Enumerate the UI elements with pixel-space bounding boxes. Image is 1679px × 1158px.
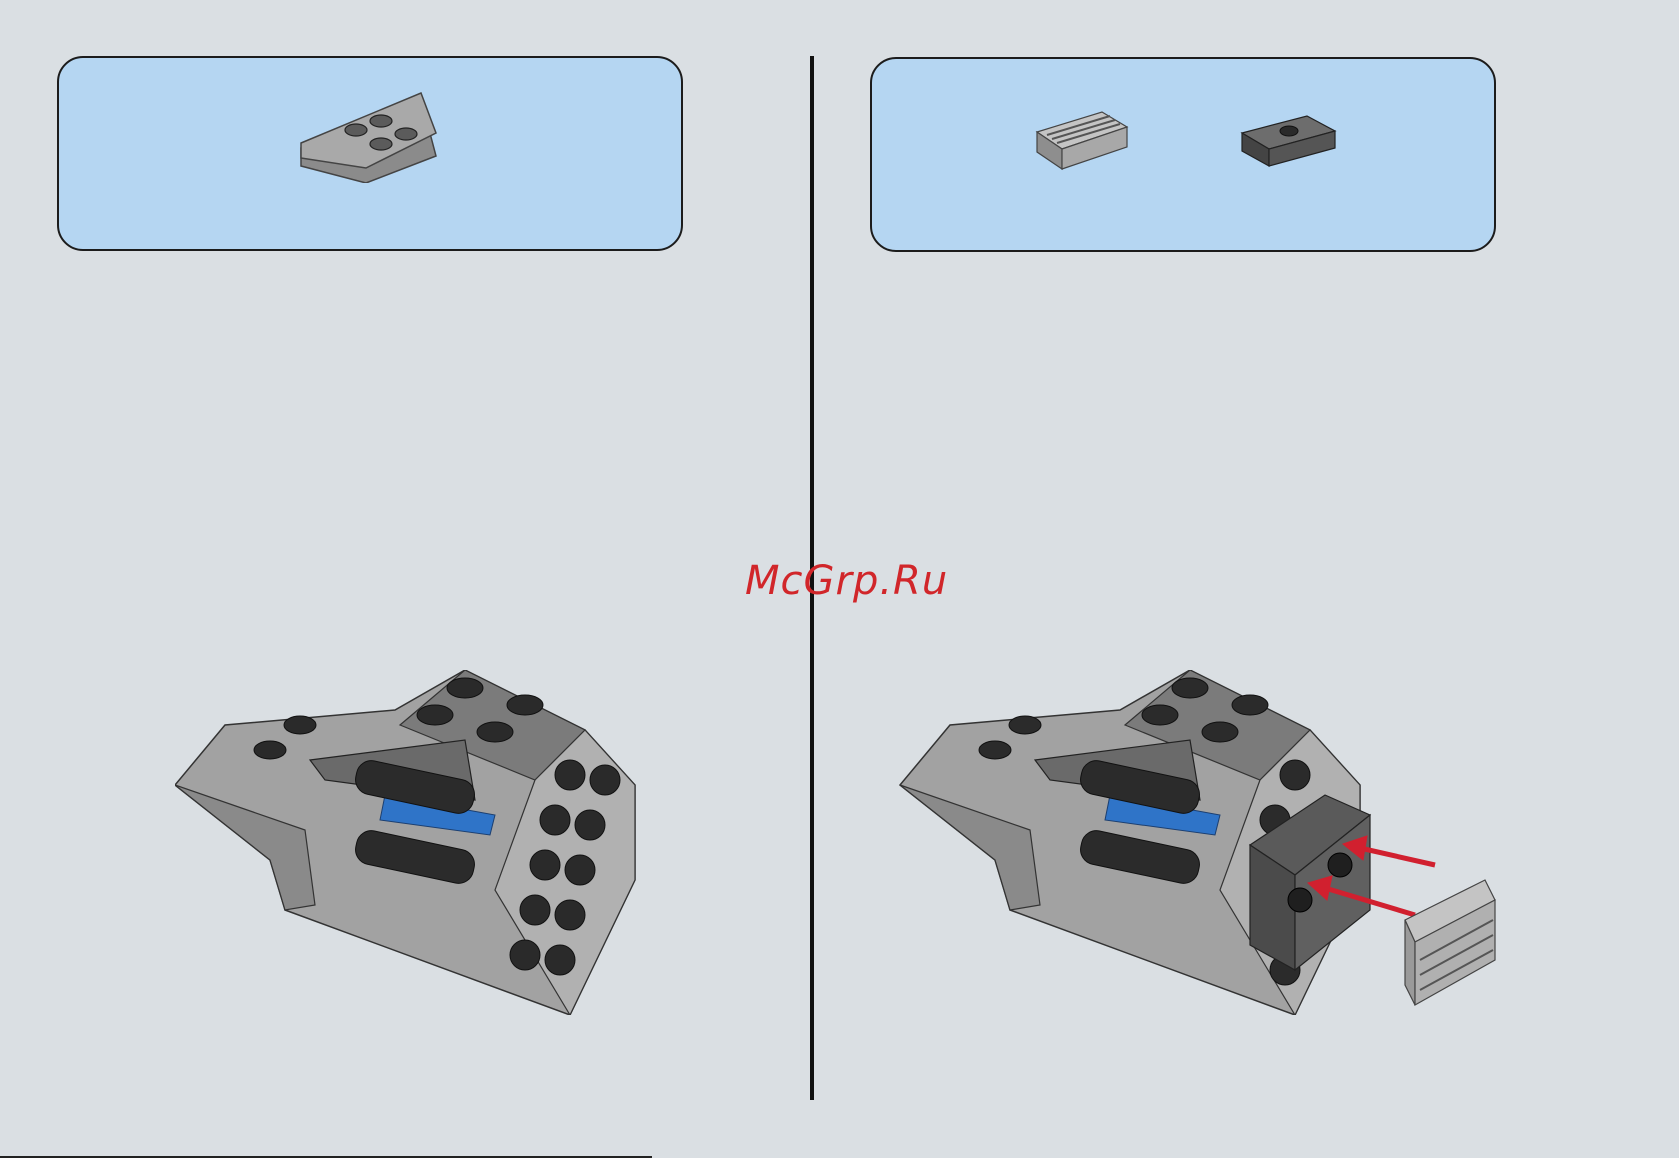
wedge-plate-icon bbox=[296, 88, 446, 183]
build-illustration-step-right bbox=[895, 670, 1500, 1015]
build-illustration-step-left bbox=[175, 670, 650, 1015]
parts-callout-left bbox=[57, 56, 683, 251]
watermark-text: McGrp.Ru bbox=[745, 558, 948, 604]
grille-tile-icon bbox=[1032, 107, 1132, 177]
jumper-plate-icon bbox=[1237, 111, 1342, 176]
parts-callout-right bbox=[870, 57, 1496, 252]
